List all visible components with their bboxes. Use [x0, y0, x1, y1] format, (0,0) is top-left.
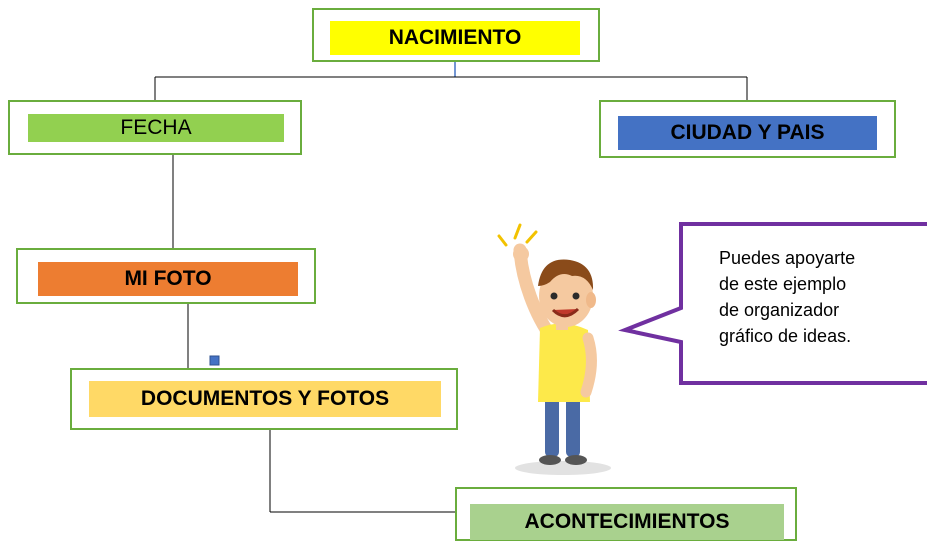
node-acontecimientos-label: ACONTECIMIENTOS — [470, 504, 784, 540]
speech-line-4: gráfico de ideas. — [719, 326, 852, 346]
boy-pointing-illustration — [497, 223, 611, 475]
node-fecha: FECHA — [8, 100, 302, 155]
node-mi-foto-label: MI FOTO — [38, 262, 298, 296]
selection-handle — [209, 355, 220, 366]
node-nacimiento-label: NACIMIENTO — [330, 21, 580, 55]
speech-bubble — [618, 222, 927, 385]
speech-line-3: de organizador — [719, 300, 840, 320]
node-nacimiento: NACIMIENTO — [312, 8, 600, 62]
node-ciudad-label: CIUDAD Y PAIS — [618, 116, 877, 150]
speech-line-2: de este ejemplo — [719, 274, 847, 294]
node-fecha-label: FECHA — [28, 114, 284, 142]
node-ciudad-y-pais: CIUDAD Y PAIS — [599, 100, 896, 158]
node-documentos-label: DOCUMENTOS Y FOTOS — [89, 381, 441, 417]
speech-bubble-text: Puedes apoyarte de este ejemplo de organ… — [719, 245, 919, 349]
speech-line-1: Puedes apoyarte — [719, 248, 856, 268]
node-acontecimientos: ACONTECIMIENTOS — [455, 487, 797, 541]
node-documentos-y-fotos: DOCUMENTOS Y FOTOS — [70, 368, 458, 430]
node-mi-foto: MI FOTO — [16, 248, 316, 304]
